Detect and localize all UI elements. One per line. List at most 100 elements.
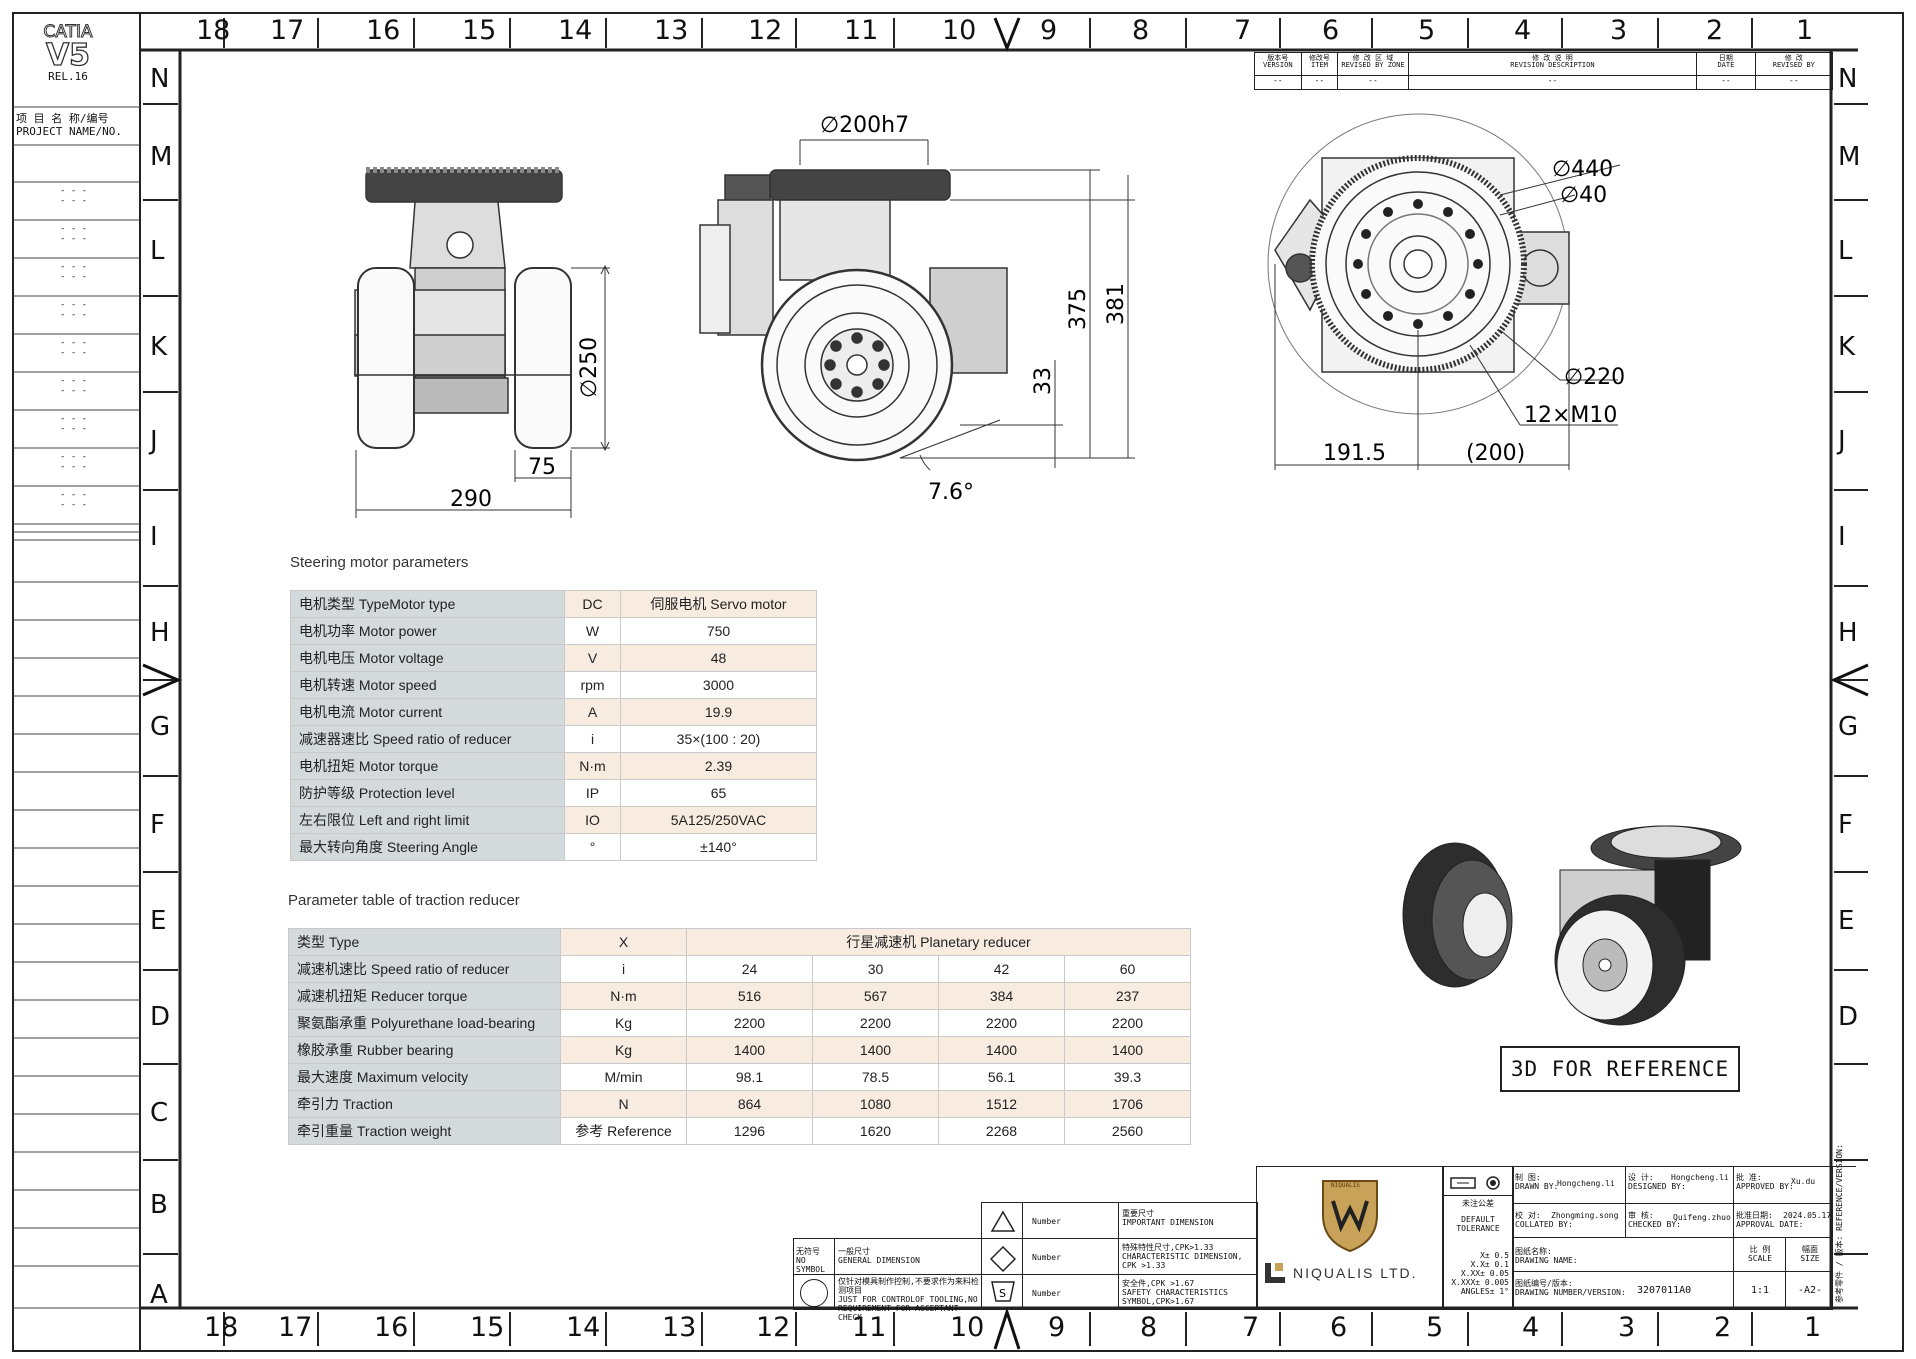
param-value: 98.1 bbox=[686, 1063, 813, 1091]
param-unit: N·m bbox=[564, 752, 621, 780]
tolerance-en2: TOLERANCE bbox=[1456, 1224, 1500, 1233]
center-mark-right bbox=[1830, 663, 1869, 697]
param-unit: i bbox=[564, 725, 621, 753]
revision-header-en: VERSION bbox=[1263, 61, 1293, 69]
zone-bottom-3: 3 bbox=[1618, 1312, 1636, 1343]
param-value: 2200 bbox=[938, 1009, 1065, 1037]
important-en: IMPORTANT DIMENSION bbox=[1122, 1218, 1214, 1227]
param-unit: V bbox=[564, 644, 621, 672]
zone-top-15: 15 bbox=[462, 15, 497, 46]
dim-290: 290 bbox=[450, 487, 492, 512]
project-row: - - - - - - bbox=[60, 186, 88, 206]
zone-bottom-5: 5 bbox=[1426, 1312, 1444, 1343]
designed-cn: 设 计: bbox=[1628, 1173, 1654, 1182]
zone-right-I: I bbox=[1838, 522, 1846, 552]
zone-bottom-18: 18 bbox=[204, 1312, 239, 1343]
zone-top-12: 12 bbox=[748, 15, 783, 46]
zone-right-F: F bbox=[1838, 810, 1853, 840]
approved-en: APPROVED BY: bbox=[1736, 1182, 1794, 1191]
param-value: 2.39 bbox=[620, 752, 817, 780]
table-header-row: 类型 Type X 行星减速机 Planetary reducer bbox=[288, 928, 1191, 956]
dwgno-value: 3207011A0 bbox=[1637, 1285, 1692, 1296]
param-name: 减速器速比 Speed ratio of reducer bbox=[290, 725, 565, 753]
diamond-symbol-icon bbox=[990, 1245, 1016, 1273]
param-value: 864 bbox=[686, 1090, 813, 1118]
dim-381: 381 bbox=[1104, 283, 1129, 325]
param-name: 电机功率 Motor power bbox=[290, 617, 565, 645]
revision-header-cn: 修 改 区 域 bbox=[1352, 54, 1394, 62]
zone-top-2: 2 bbox=[1706, 15, 1724, 46]
revision-col: 修 改 说 明 REVISION DESCRIPTION -- bbox=[1408, 53, 1698, 89]
table-row: 电机电流 Motor current A 19.9 bbox=[290, 698, 817, 726]
param-unit: A bbox=[564, 698, 621, 726]
ref-en: REFERENCE/VERSION: bbox=[1835, 1144, 1844, 1231]
param-value: 1400 bbox=[938, 1036, 1065, 1064]
collated-en: COLLATED BY: bbox=[1515, 1220, 1573, 1229]
zone-bottom-9: 9 bbox=[1048, 1312, 1066, 1343]
revision-header-en: REVISION DESCRIPTION bbox=[1510, 61, 1595, 69]
tolerance-line: X.X± 0.1 bbox=[1470, 1260, 1509, 1269]
zone-left-D: D bbox=[150, 1002, 171, 1032]
param-value: 1512 bbox=[938, 1090, 1065, 1118]
project-label-cn: 项 目 名 称/编号 bbox=[16, 112, 109, 125]
table-row: 左右限位 Left and right limit IO 5A125/250VA… bbox=[290, 806, 817, 834]
number-2: Number bbox=[1032, 1253, 1061, 1262]
param-unit: M/min bbox=[560, 1063, 687, 1091]
zone-right-N: N bbox=[1838, 64, 1858, 94]
project-row: - - - - - - bbox=[60, 376, 88, 396]
tolerance-en1: DEFAULT bbox=[1461, 1215, 1495, 1224]
tolerance-line: X± 0.5 bbox=[1480, 1251, 1509, 1260]
zone-bottom-1: 1 bbox=[1804, 1312, 1822, 1343]
param-unit: DC bbox=[564, 590, 621, 618]
param-value: 1706 bbox=[1064, 1090, 1191, 1118]
zone-bottom-13: 13 bbox=[662, 1312, 697, 1343]
zone-bottom-15: 15 bbox=[470, 1312, 505, 1343]
zone-top-8: 8 bbox=[1132, 15, 1150, 46]
designed-value: Hongcheng.li bbox=[1671, 1173, 1729, 1182]
zone-top-9: 9 bbox=[1040, 15, 1058, 46]
checked-value: Quifeng.zhuo bbox=[1673, 1213, 1731, 1222]
dwgno-cn: 图纸编号/版本: bbox=[1515, 1279, 1573, 1288]
zone-bottom-8: 8 bbox=[1140, 1312, 1158, 1343]
drawn-cn: 制 图: bbox=[1515, 1173, 1541, 1182]
number-1: Number bbox=[1032, 1217, 1061, 1226]
param-name: 电机电压 Motor voltage bbox=[290, 644, 565, 672]
bolt-hole bbox=[1413, 199, 1423, 209]
company-logo-block: NIQUALIS NIQUALIS LTD. bbox=[1256, 1166, 1444, 1310]
zone-left-E: E bbox=[150, 906, 167, 936]
zone-left-K: K bbox=[150, 332, 168, 362]
table-row: 电机电压 Motor voltage V 48 bbox=[290, 644, 817, 672]
param-value: 567 bbox=[812, 982, 939, 1010]
param-name: 左右限位 Left and right limit bbox=[290, 806, 565, 834]
dim-33: 33 bbox=[1031, 367, 1056, 395]
revision-col: 日期 DATE -- bbox=[1697, 53, 1756, 89]
bolt-hole bbox=[1361, 289, 1372, 299]
tolerance-cn: 未注公差 bbox=[1462, 1199, 1494, 1208]
nosymbol-en: NO SYMBOL bbox=[796, 1256, 825, 1274]
project-row: - - - - - - bbox=[60, 452, 88, 472]
param-value: 35×(100 : 20) bbox=[620, 725, 817, 753]
param-value: 2268 bbox=[938, 1117, 1065, 1145]
checked-cn: 审 核: bbox=[1628, 1211, 1654, 1220]
zone-left-J: J bbox=[150, 426, 158, 456]
revision-header-cn: 修 改 说 明 bbox=[1532, 54, 1573, 62]
title-block: 制 图:DRAWN BY: Hongcheng.li 设 计:DESIGNED … bbox=[1512, 1166, 1833, 1310]
param-value: 516 bbox=[686, 982, 813, 1010]
shield-symbol-icon bbox=[991, 1281, 1015, 1302]
zone-top-5: 5 bbox=[1418, 15, 1436, 46]
dwgno-en: DRAWING NUMBER/VERSION: bbox=[1515, 1288, 1626, 1297]
param-value: 19.9 bbox=[620, 698, 817, 726]
param-unit: N·m bbox=[560, 982, 687, 1010]
revision-table: 版本号 VERSION -- 修改号 ITEM -- 修 改 区 域 REVIS… bbox=[1254, 52, 1833, 90]
table-row: 电机扭矩 Motor torque N·m 2.39 bbox=[290, 752, 817, 780]
bolt-hole bbox=[1413, 319, 1423, 329]
zone-left-M: M bbox=[150, 142, 173, 172]
revision-value: -- bbox=[1789, 76, 1799, 85]
param-value: 1400 bbox=[686, 1036, 813, 1064]
bolt-hole bbox=[1473, 259, 1483, 269]
